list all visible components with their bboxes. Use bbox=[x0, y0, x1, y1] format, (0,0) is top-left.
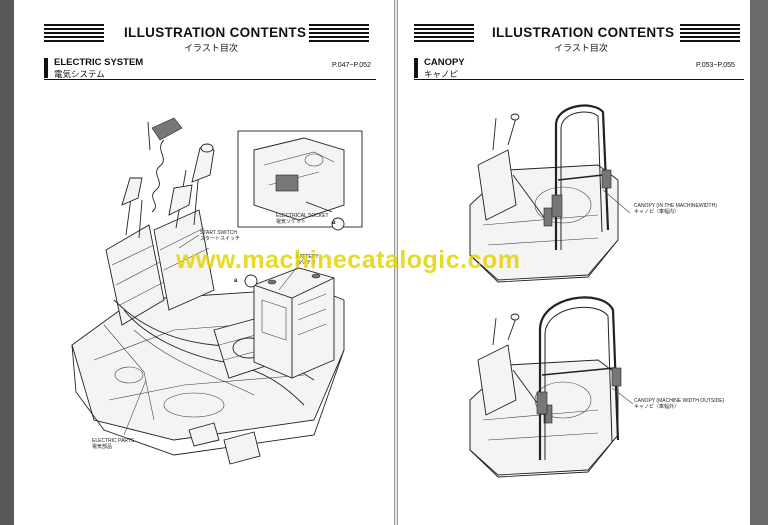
page-title-jp: イラスト目次 bbox=[184, 43, 238, 53]
header-hatch-right bbox=[680, 24, 740, 44]
header-hatch-right bbox=[309, 24, 369, 44]
canopy-illustrations bbox=[469, 104, 634, 478]
callout-start-switch-jp: スタートスイッチ bbox=[200, 236, 241, 242]
callout-start-switch: START SWITCH スタートスイッチ bbox=[200, 230, 240, 242]
canopy-in-width-drawing bbox=[469, 104, 631, 283]
callout-canopy-in-width-en: CANOPY (IN THE MACHINEWIDTH) bbox=[634, 203, 717, 209]
detail-marker-inset: a bbox=[332, 220, 336, 226]
section-page-range: P.047~P.052 bbox=[332, 62, 371, 69]
callout-electric-parts: ELECTRIC PARTS 電気部品 bbox=[92, 438, 134, 450]
viewer-left-margin bbox=[0, 0, 14, 525]
callout-canopy-out-width: CANOPY (MACHINE WIDTH OUTSIDE) キャノピ（車幅外） bbox=[634, 398, 724, 410]
section-title-jp: 電気システム bbox=[54, 69, 105, 79]
callout-battery-en: BATTERY bbox=[296, 254, 319, 260]
callout-electrical-socket-en: ELECTRICAL SOCKET bbox=[276, 213, 329, 219]
callout-electrical-socket-jp: 電気ソケット bbox=[276, 219, 307, 225]
section-title: ELECTRIC SYSTEM bbox=[54, 57, 144, 68]
page-title-jp: イラスト目次 bbox=[554, 43, 608, 53]
callout-battery-jp: バッテリ bbox=[296, 260, 317, 266]
detail-marker-main: a bbox=[234, 278, 238, 284]
section-accent bbox=[414, 58, 418, 78]
viewer-right-margin bbox=[750, 0, 768, 525]
section-rule bbox=[414, 79, 744, 80]
callout-battery: BATTERY バッテリ bbox=[296, 254, 319, 266]
header-hatch-left bbox=[414, 24, 474, 44]
watermark-text: www.machinecatalogic.com bbox=[176, 246, 521, 274]
callout-canopy-out-width-jp: キャノピ（車幅外） bbox=[634, 404, 680, 410]
section-rule bbox=[44, 79, 376, 80]
right-page: ILLUSTRATION CONTENTS イラスト目次 CANOPY キャノピ… bbox=[398, 0, 750, 525]
page-title: ILLUSTRATION CONTENTS bbox=[492, 25, 675, 40]
callout-canopy-in-width-jp: キャノピ（車幅内） bbox=[634, 209, 680, 215]
header-hatch-left bbox=[44, 24, 104, 44]
page-title: ILLUSTRATION CONTENTS bbox=[124, 25, 307, 40]
electric-system-illustration bbox=[71, 117, 363, 465]
canopy-out-width-drawing bbox=[469, 296, 634, 478]
callout-electrical-socket: ELECTRICAL SOCKET 電気ソケット bbox=[276, 213, 329, 225]
callout-canopy-out-width-en: CANOPY (MACHINE WIDTH OUTSIDE) bbox=[634, 398, 725, 404]
callout-electric-parts-jp: 電気部品 bbox=[92, 444, 113, 450]
callout-canopy-in-width: CANOPY (IN THE MACHINEWIDTH) キャノピ（車幅内） bbox=[634, 203, 717, 215]
page-divider bbox=[394, 0, 398, 525]
section-accent bbox=[44, 58, 48, 78]
callout-electric-parts-en: ELECTRIC PARTS bbox=[92, 438, 135, 444]
callout-start-switch-en: START SWITCH bbox=[200, 230, 237, 236]
section-page-range: P.053~P.055 bbox=[696, 62, 735, 69]
left-page: ILLUSTRATION CONTENTS イラスト目次 ELECTRIC SY… bbox=[14, 0, 394, 525]
section-title-jp: キャノピ bbox=[424, 69, 459, 79]
section-title: CANOPY bbox=[424, 57, 465, 68]
